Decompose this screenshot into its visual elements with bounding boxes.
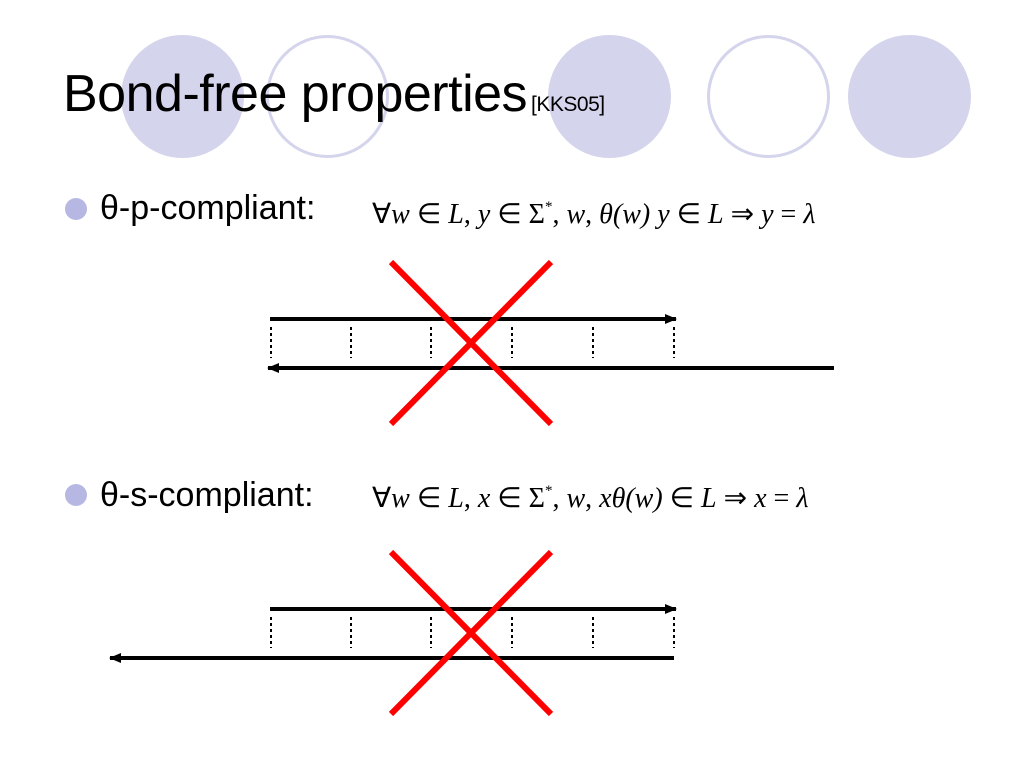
- bullet-marker-1: [65, 198, 87, 220]
- bond-marks-2: [270, 617, 675, 648]
- title-text: Bond-free properties: [63, 65, 528, 123]
- formula-s-compliant: ∀w ∈ L, x ∈ Σ*, w, xθ(w) ∈ L ⇒ x = λ: [372, 483, 809, 514]
- bond-marks-1: [270, 327, 675, 358]
- cross-out-mark-1: [388, 259, 554, 427]
- bullet-label-s-compliant: θ-s-compliant:: [100, 476, 314, 514]
- title-citation: [KKS05]: [531, 93, 605, 116]
- decor-circle-2: [266, 35, 389, 158]
- bullet-marker-2: [65, 484, 87, 506]
- slide-title: Bond-free properties[KKS05]: [63, 64, 605, 124]
- cross-out-mark-2: [388, 549, 554, 717]
- decor-circle-5: [848, 35, 971, 158]
- decor-circle-3: [548, 35, 671, 158]
- formula-p-compliant: ∀w ∈ L, y ∈ Σ*, w, θ(w) y ∈ L ⇒ y = λ: [372, 199, 816, 230]
- decor-circle-4: [707, 35, 830, 158]
- decor-circle-1: [121, 35, 244, 158]
- bullet-label-p-compliant: θ-p-compliant:: [100, 189, 316, 227]
